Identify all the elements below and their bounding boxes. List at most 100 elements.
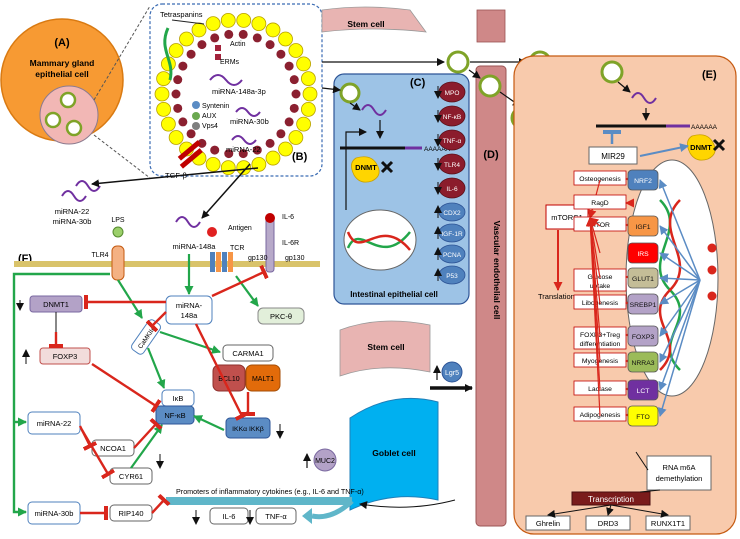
membrane-inner-bead	[289, 103, 299, 113]
mtorc1-label: mTORC1	[551, 213, 583, 222]
il6-dot	[265, 213, 275, 223]
stem-cell-top-label: Stem cell	[347, 19, 384, 29]
dna-strand	[346, 231, 411, 251]
rip140-label: RIP140	[118, 509, 143, 518]
membrane-inner-bead	[238, 29, 248, 39]
transcription-target-label: DRD3	[598, 519, 618, 528]
gene-label: FOXP3	[632, 334, 655, 341]
gene-box	[627, 379, 659, 401]
membrane-bead	[265, 150, 281, 166]
membrane-bead	[265, 22, 281, 38]
membrane-inner-bead	[210, 145, 220, 155]
membrane-bead	[251, 16, 267, 32]
panel-c: Stem cell AAAAAA DNMT Intestinal epithel…	[303, 6, 506, 511]
mirna22-label: miRNA-22	[226, 145, 261, 154]
exosome-icon	[339, 82, 361, 104]
gene-effect-label: Osteogenesis	[579, 176, 621, 183]
zoom-line	[93, 5, 151, 101]
membrane-bead	[205, 16, 221, 32]
tlr4-label: TLR4	[91, 252, 108, 259]
intestinal-dnmt-label: DNMT	[355, 163, 377, 172]
membrane-inner-bead	[224, 149, 234, 159]
nfkb-box	[155, 405, 195, 425]
gene-label: IGF1	[635, 224, 650, 231]
rna-m6a-label-2: demethylation	[656, 474, 703, 483]
tetraspanins-label: Tetraspanins	[160, 10, 203, 19]
ikb-label: IκB	[173, 394, 184, 403]
inflammation-marker-label: NF-κB	[443, 114, 461, 121]
vps4-label: Vps4	[202, 123, 218, 130]
membrane-inner-bead	[291, 89, 301, 99]
membrane-bead	[288, 130, 304, 145]
gene-label: NRRA3	[631, 360, 654, 367]
membrane-bead	[220, 13, 236, 28]
growth-marker-label: IGF-1R	[441, 231, 463, 238]
dnmt-inhibited-icon	[380, 160, 394, 174]
mirna22-box-label: miRNA-22	[37, 419, 72, 428]
gene-box	[627, 293, 659, 315]
panel-a-letter: (A)	[54, 37, 70, 49]
tetraspanin-shape	[163, 27, 173, 81]
out-tnf-label: TNF-α	[265, 512, 287, 521]
ncoa1-label: NCOA1	[100, 444, 126, 453]
gene-box	[627, 325, 659, 347]
membrane-bead	[300, 101, 316, 117]
promoter-bar	[166, 497, 352, 505]
pkc-label: PKC-θ	[270, 312, 292, 321]
mir29-label: MIR29	[601, 152, 625, 161]
membrane-bead	[296, 116, 312, 132]
actin-label: Actin	[230, 41, 246, 48]
membrane-bead	[168, 130, 184, 145]
stem-cell-bottom-label: Stem cell	[367, 342, 404, 352]
growth-marker-label: PCNA	[443, 252, 462, 259]
membrane-bead	[278, 141, 293, 157]
mirna30b-label: miRNA-30b	[230, 117, 269, 126]
membrane-inner-bead	[197, 40, 207, 50]
membrane-bead	[191, 22, 207, 38]
membrane-inner-bead	[210, 33, 220, 43]
intestinal-aaaaaa-label: AAAAAA	[424, 146, 451, 153]
inflammation-marker-label: TLR4	[444, 162, 460, 169]
mirna148a-box-label-2: 148a	[181, 311, 199, 320]
mammary-cell-vesicle-body	[39, 85, 99, 145]
mammary-cell-label-1: Mammary gland	[30, 58, 95, 68]
membrane-bead	[296, 56, 312, 72]
goblet-cell-label: Goblet cell	[372, 448, 415, 458]
membrane-inner-bead	[252, 145, 262, 155]
muc2-label: MUC2	[315, 458, 335, 465]
dna-mark	[707, 265, 717, 275]
carma1-box	[222, 344, 274, 362]
membrane-inner-bead	[252, 33, 262, 43]
growth-marker-label: CDX2	[443, 210, 461, 217]
membrane-bead	[154, 86, 170, 102]
membrane-inner-bead	[178, 117, 188, 127]
antigen-label: Antigen	[228, 225, 252, 232]
foxp3-box	[39, 347, 91, 365]
mir29-box	[588, 146, 638, 165]
intestinal-cell-title: Intestinal epithelial cell	[350, 290, 438, 299]
stem-cell-bottom-shape	[339, 320, 431, 377]
growth-marker-label: P53	[446, 273, 458, 280]
out-tnf-box	[255, 507, 297, 525]
panel-a: (A) Mammary gland epithelial cell	[0, 5, 151, 179]
out-il6-box	[209, 507, 249, 525]
vps4-dot	[192, 122, 200, 130]
target-dnmt-label: DNMT	[690, 143, 712, 152]
panel-e-letter: (E)	[702, 69, 717, 81]
dnmt1-label: DNMT1	[43, 300, 69, 309]
exosome-icon	[59, 91, 77, 109]
lgr5-circle	[441, 361, 463, 383]
vessel-cap	[476, 9, 506, 43]
lps-dot	[112, 226, 124, 238]
exosome-icon	[478, 74, 502, 98]
zoom-line	[93, 134, 151, 179]
out-il6-label: IL-6	[223, 512, 236, 521]
nucleus	[343, 209, 417, 271]
gene-box	[627, 169, 659, 191]
rna-m6a-label-1: RNA m6A	[663, 463, 696, 472]
gp130-right-label: gp130	[285, 255, 305, 262]
panel-c-letter: (C)	[410, 77, 426, 89]
inflammation-marker-label: TNF-α	[443, 138, 462, 145]
